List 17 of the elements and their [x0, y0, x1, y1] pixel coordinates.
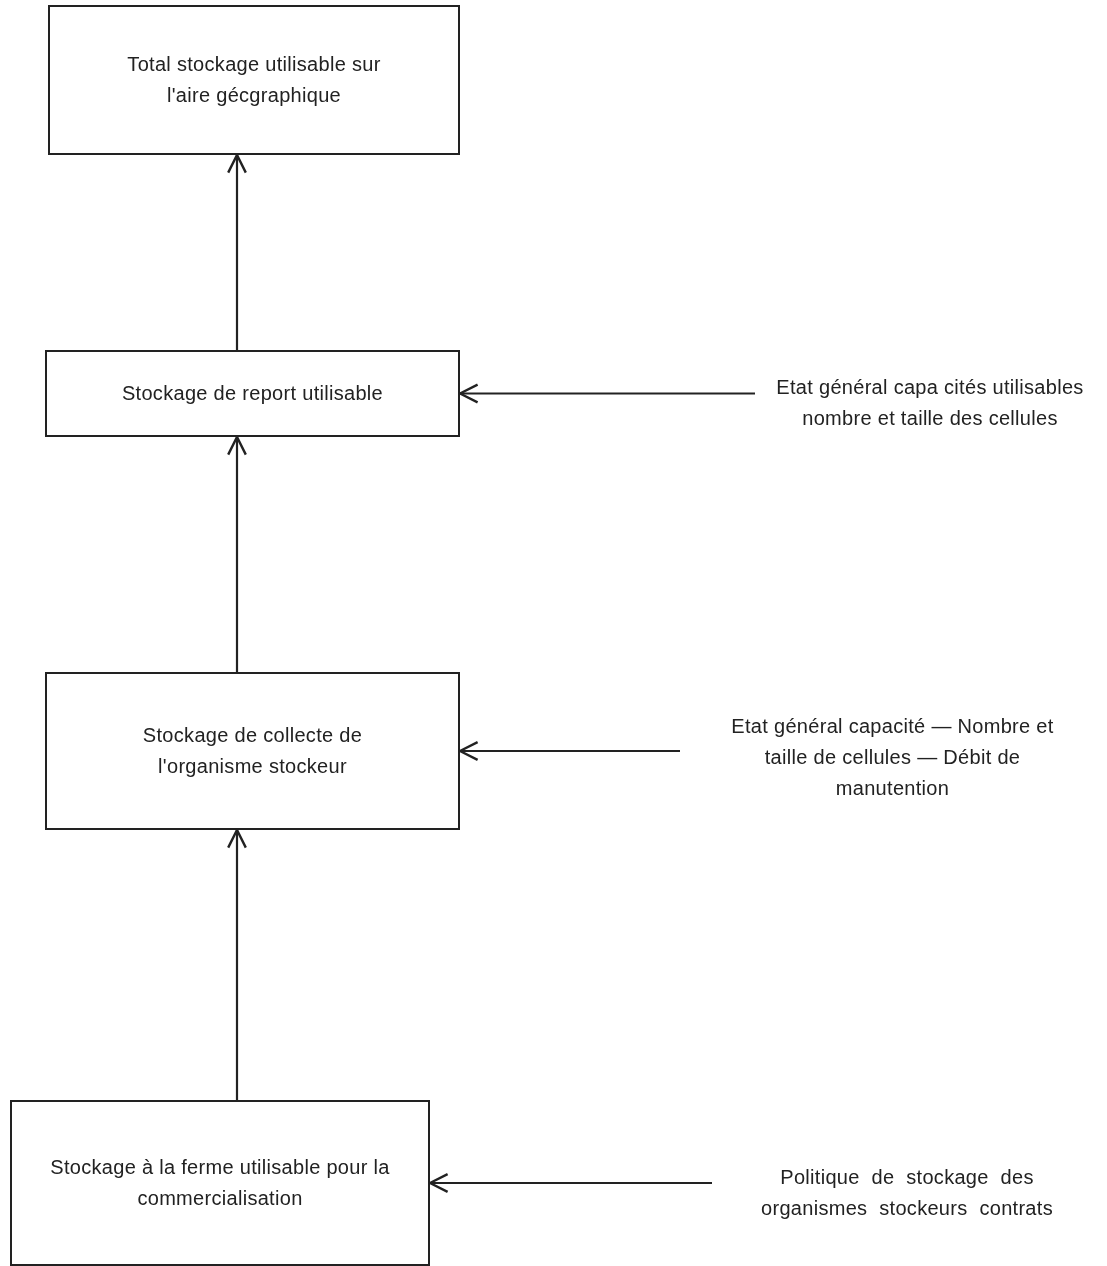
note-text: Etat général capacité — Nombre et taille de cellules — Débit de manutention — [730, 714, 1055, 801]
box-label: Total stockage utilisable sur l'aire gécgraphique — [126, 52, 382, 108]
process-box — [48, 5, 460, 155]
arrow — [458, 741, 680, 761]
process-box — [10, 1100, 430, 1266]
note-text: Politique de stockage des organismes stockeurs contrats — [760, 1164, 1054, 1221]
note-text: Etat général capa cités utilisables nombre et taille des cellules — [775, 374, 1085, 431]
process-box — [45, 672, 460, 830]
box-label: Stockage de collecte de l'organisme stockeur — [141, 723, 364, 779]
arrow — [227, 828, 247, 1100]
box-label: Stockage à la ferme utilisable pour la commercialisation — [49, 1155, 391, 1211]
box-label: Stockage de report utilisable — [120, 381, 385, 406]
arrow — [458, 383, 755, 404]
arrow — [227, 435, 247, 672]
process-box — [45, 350, 460, 437]
arrow — [227, 153, 247, 350]
arrow — [428, 1173, 712, 1193]
